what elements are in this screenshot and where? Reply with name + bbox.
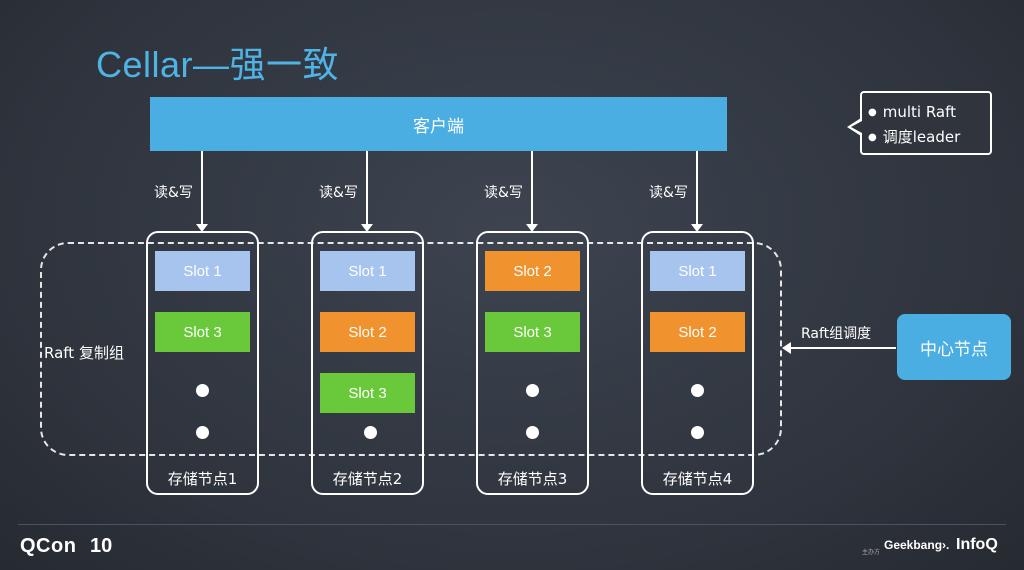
ellipsis-dot: [691, 384, 704, 397]
callout-pointer-fill: [851, 121, 862, 133]
storage-node-2: Slot 1 Slot 2 Slot 3 存储节点2: [311, 231, 424, 495]
qcon-logo: QCon: [20, 535, 77, 557]
slot-box: Slot 2: [485, 251, 580, 291]
callout-item: multi Raft: [868, 101, 990, 126]
read-write-label: 读&写: [484, 185, 523, 201]
read-write-arrow: [526, 151, 538, 232]
slot-box: Slot 3: [155, 312, 250, 352]
raft-replication-group: [40, 242, 782, 456]
slot-box: Slot 3: [320, 373, 415, 413]
storage-node-label: 存储节点3: [497, 470, 568, 488]
ellipsis-dot: [691, 426, 704, 439]
callout-box: multi Raft 调度leader: [860, 91, 992, 155]
raft-schedule-arrow: [782, 342, 896, 354]
qcon-edition-logo: 10: [90, 535, 113, 557]
footer-divider: [18, 524, 1006, 525]
storage-node-3: Slot 2 Slot 3 存储节点3: [476, 231, 589, 495]
client-box: 客户端: [150, 97, 727, 151]
read-write-label: 读&写: [154, 185, 193, 201]
storage-node-label: 存储节点1: [167, 470, 238, 488]
client-label: 客户端: [413, 116, 464, 137]
infoq-logo: InfoQ: [956, 536, 998, 553]
center-node: 中心节点: [897, 314, 1011, 380]
ellipsis-dot: [526, 426, 539, 439]
geekbang-logo: Geekbang›.: [884, 538, 950, 552]
slot-box: Slot 1: [650, 251, 745, 291]
slot-box: Slot 3: [485, 312, 580, 352]
read-write-label: 读&写: [649, 185, 688, 201]
storage-node-4: Slot 1 Slot 2 存储节点4: [641, 231, 754, 495]
ellipsis-dot: [196, 426, 209, 439]
sponsor-label: 主办方: [862, 549, 881, 556]
storage-node-label: 存储节点4: [662, 470, 733, 488]
slot-box: Slot 1: [320, 251, 415, 291]
slot-box: Slot 2: [650, 312, 745, 352]
callout-item: 调度leader: [868, 126, 990, 151]
storage-node-1: Slot 1 Slot 3 存储节点1: [146, 231, 259, 495]
slot-box: Slot 1: [155, 251, 250, 291]
center-node-label: 中心节点: [920, 339, 988, 360]
ellipsis-dot: [526, 384, 539, 397]
ellipsis-dot: [196, 384, 209, 397]
slide-title: Cellar—强一致: [96, 44, 340, 85]
read-write-arrow: [361, 151, 373, 232]
storage-node-label: 存储节点2: [332, 470, 403, 488]
slot-box: Slot 2: [320, 312, 415, 352]
read-write-label: 读&写: [319, 185, 358, 201]
raft-schedule-label: Raft组调度: [801, 326, 872, 342]
raft-group-label: Raft 复制组: [44, 344, 124, 362]
ellipsis-dot: [364, 426, 377, 439]
read-write-arrow: [691, 151, 703, 232]
read-write-arrow: [196, 151, 208, 232]
